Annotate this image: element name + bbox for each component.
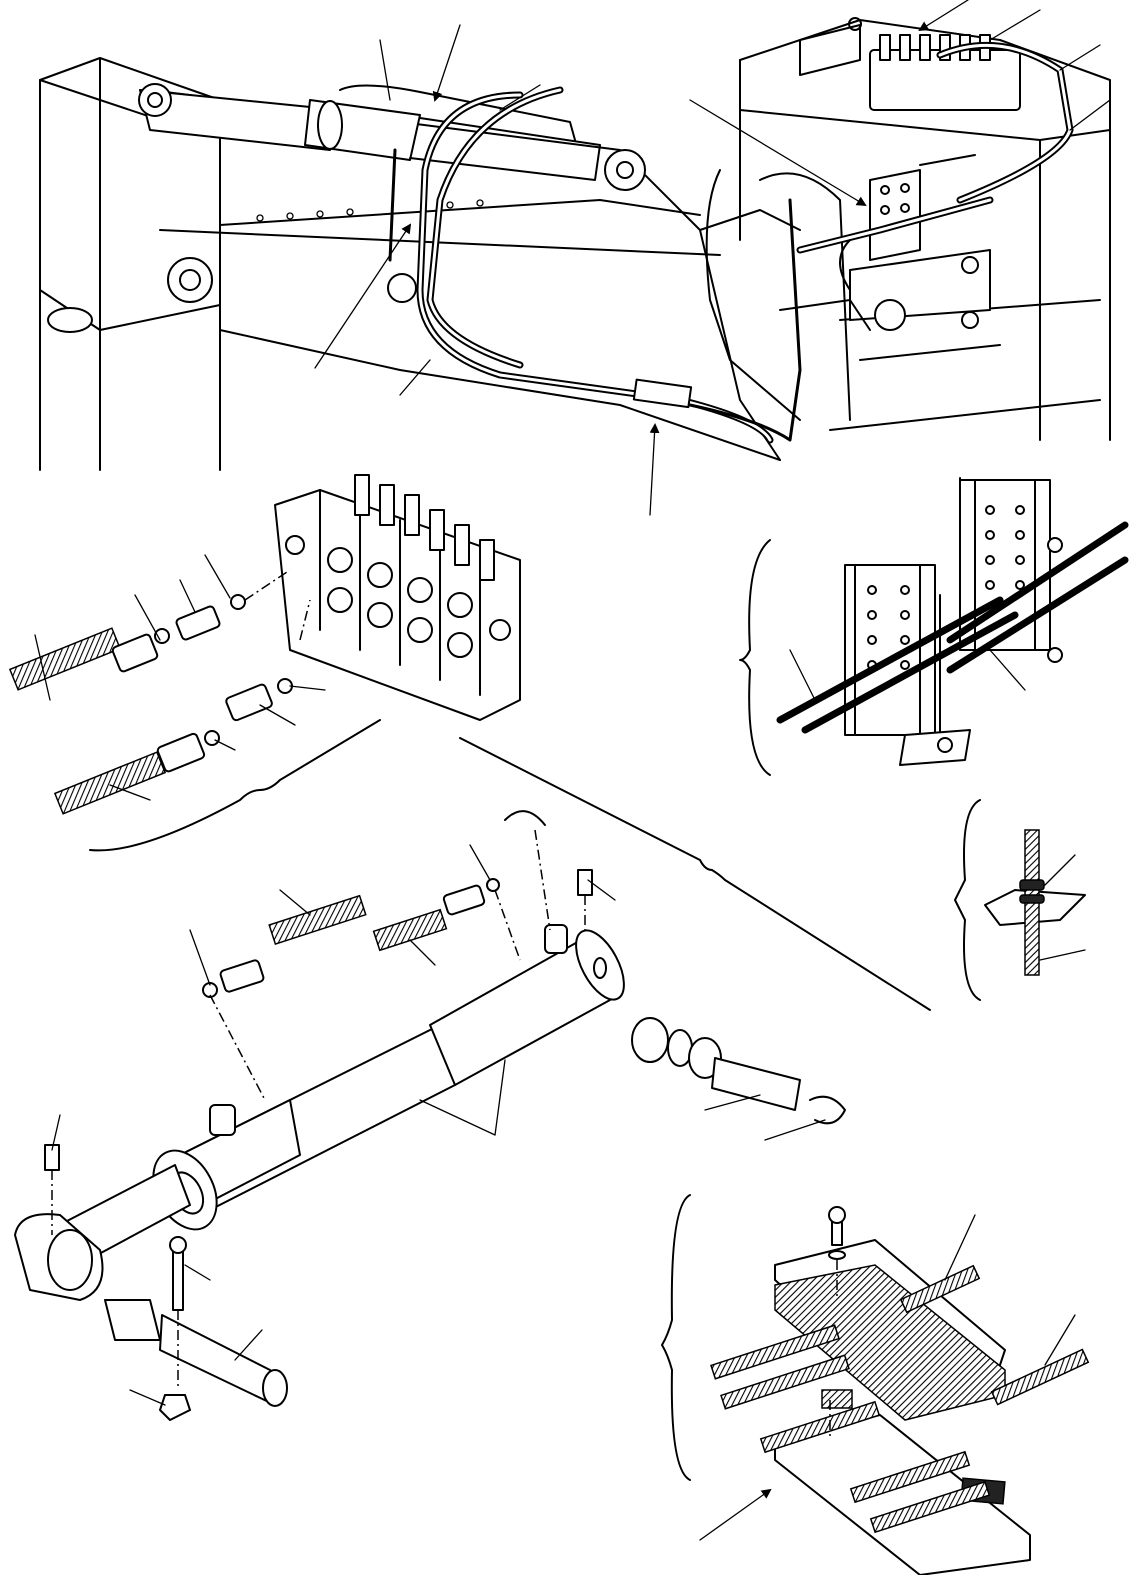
hose-fittings-upper [8, 554, 381, 852]
control-valve-exploded [244, 474, 521, 721]
boom-assembly [39, 57, 802, 471]
bracket-detail [739, 477, 1129, 776]
boom-holes [256, 199, 484, 222]
chassis-area [699, 17, 1111, 441]
leader-lines-top [314, 0, 1111, 516]
clamp-hoses [710, 1264, 1090, 1534]
clamp-detail [954, 799, 1086, 1001]
brace-bracket-left [739, 539, 771, 776]
valve-spools [354, 474, 495, 581]
brace-fittings-bottom [89, 719, 381, 852]
valve-ports [285, 535, 511, 658]
brace-cylinder [459, 737, 931, 1011]
cylinder-exploded [14, 737, 931, 1421]
brace-clamp-block [661, 1194, 691, 1481]
brace-clamp [954, 799, 981, 1001]
clamp-block-detail [661, 1194, 1090, 1575]
